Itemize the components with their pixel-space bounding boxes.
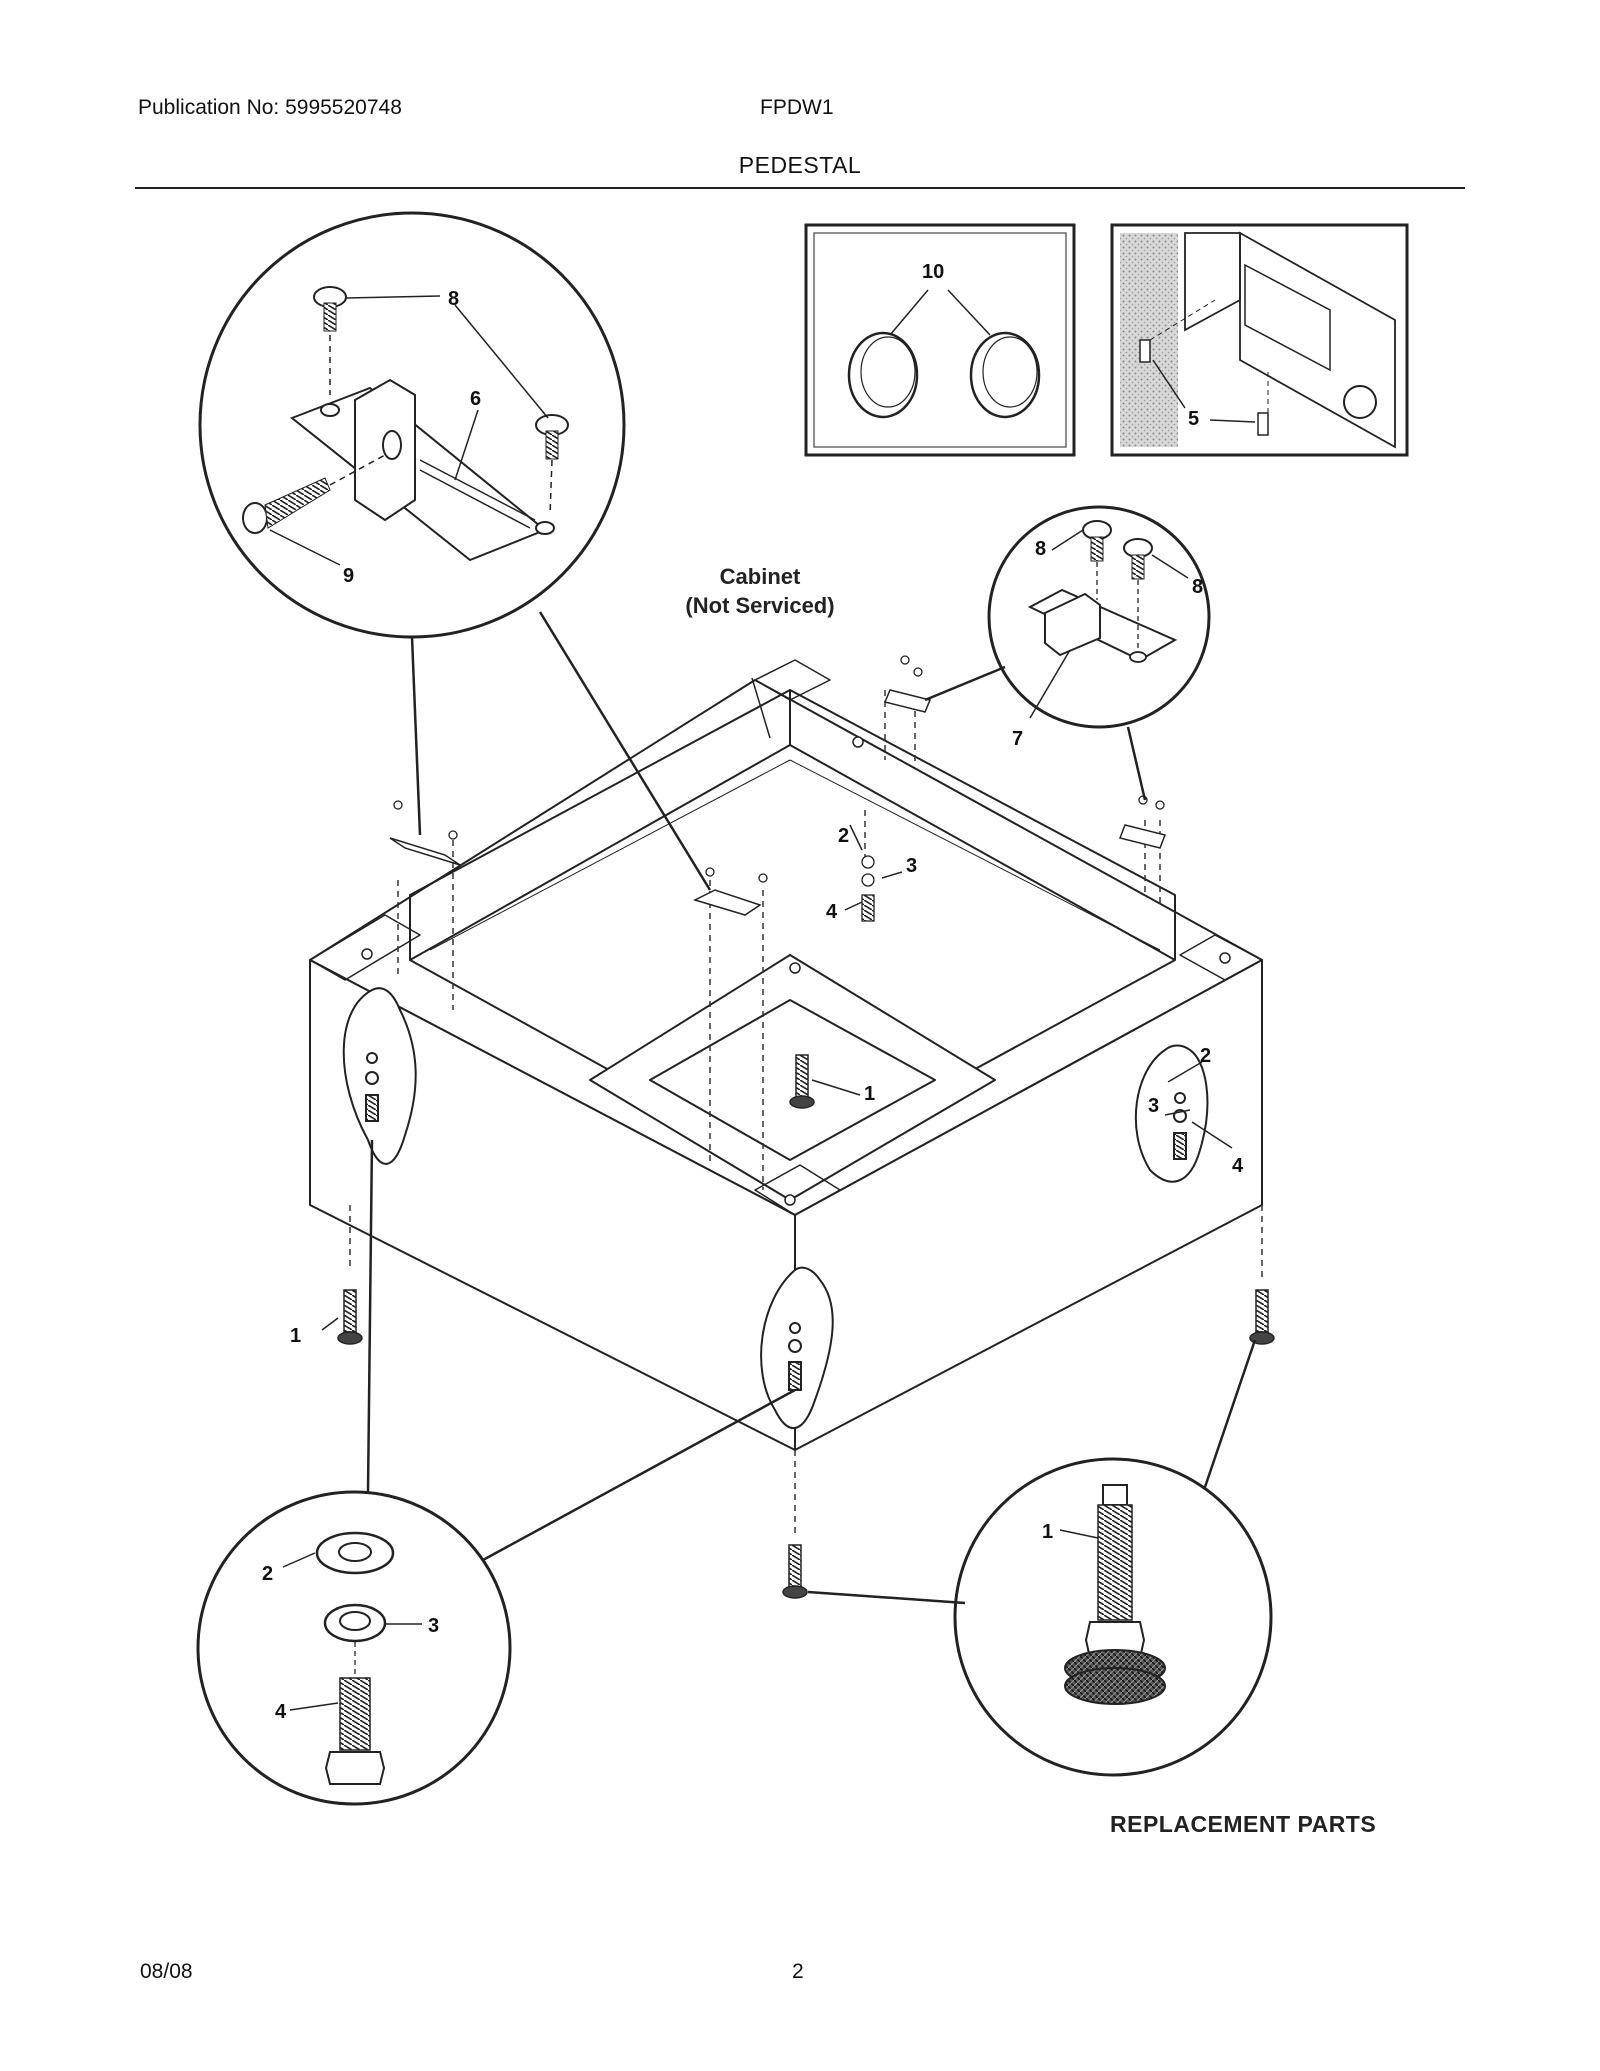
callout-8-right-b: 8 [1192, 576, 1203, 598]
mounting-brackets [389, 689, 1167, 916]
detail-box-plugs-10 [804, 223, 1076, 457]
callout-4-center: 4 [826, 901, 838, 923]
callout-2-right: 2 [1200, 1045, 1211, 1067]
callout-7: 7 [1012, 728, 1023, 750]
callout-3-center: 3 [906, 855, 917, 877]
detail-circle-bracket-6 [198, 211, 626, 639]
callout-3-circle: 3 [428, 1615, 439, 1637]
connector-lines [366, 611, 1257, 1605]
callout-2-circle: 2 [262, 1563, 273, 1585]
callout-5: 5 [1188, 408, 1199, 430]
callout-3-right: 3 [1148, 1095, 1159, 1117]
publication-number: Publication No: 5995520748 [138, 96, 402, 119]
callout-1-circle: 1 [1042, 1521, 1053, 1543]
callout-2-center: 2 [838, 825, 849, 847]
page-title: PEDESTAL [738, 152, 862, 178]
callout-1-center: 1 [864, 1083, 875, 1105]
callout-9: 9 [343, 565, 354, 587]
cabinet-label-line1: Cabinet [720, 564, 801, 589]
detail-circle-leg-hardware [196, 1490, 512, 1806]
cabinet-leaders [321, 677, 1233, 1331]
detail-box-pads-5 [1110, 223, 1409, 457]
leveling-legs [337, 1054, 1275, 1599]
callout-8-top-left: 8 [448, 288, 459, 310]
replacement-parts-label: REPLACEMENT PARTS [1110, 1811, 1376, 1837]
cabinet-screws [393, 655, 1165, 922]
callout-6: 6 [470, 388, 481, 410]
cabinet-holes [361, 736, 1231, 1206]
assembly-lines [349, 690, 1263, 1535]
callout-4-circle: 4 [275, 1701, 287, 1723]
cabinet-label-line2: (Not Serviced) [685, 593, 834, 618]
model-number: FPDW1 [760, 96, 834, 119]
callout-10: 10 [922, 261, 944, 283]
callout-8-right-a: 8 [1035, 538, 1046, 560]
footer-date: 08/08 [140, 1960, 193, 1983]
callout-1-left: 1 [290, 1325, 301, 1347]
detail-circle-bracket-7 [987, 505, 1211, 729]
footer-page-number: 2 [792, 1960, 804, 1983]
callout-4-right: 4 [1232, 1155, 1244, 1177]
left-corner-cutaway [342, 987, 417, 1165]
detail-circle-leveling-leg [953, 1457, 1273, 1777]
header-rule [135, 187, 1465, 189]
